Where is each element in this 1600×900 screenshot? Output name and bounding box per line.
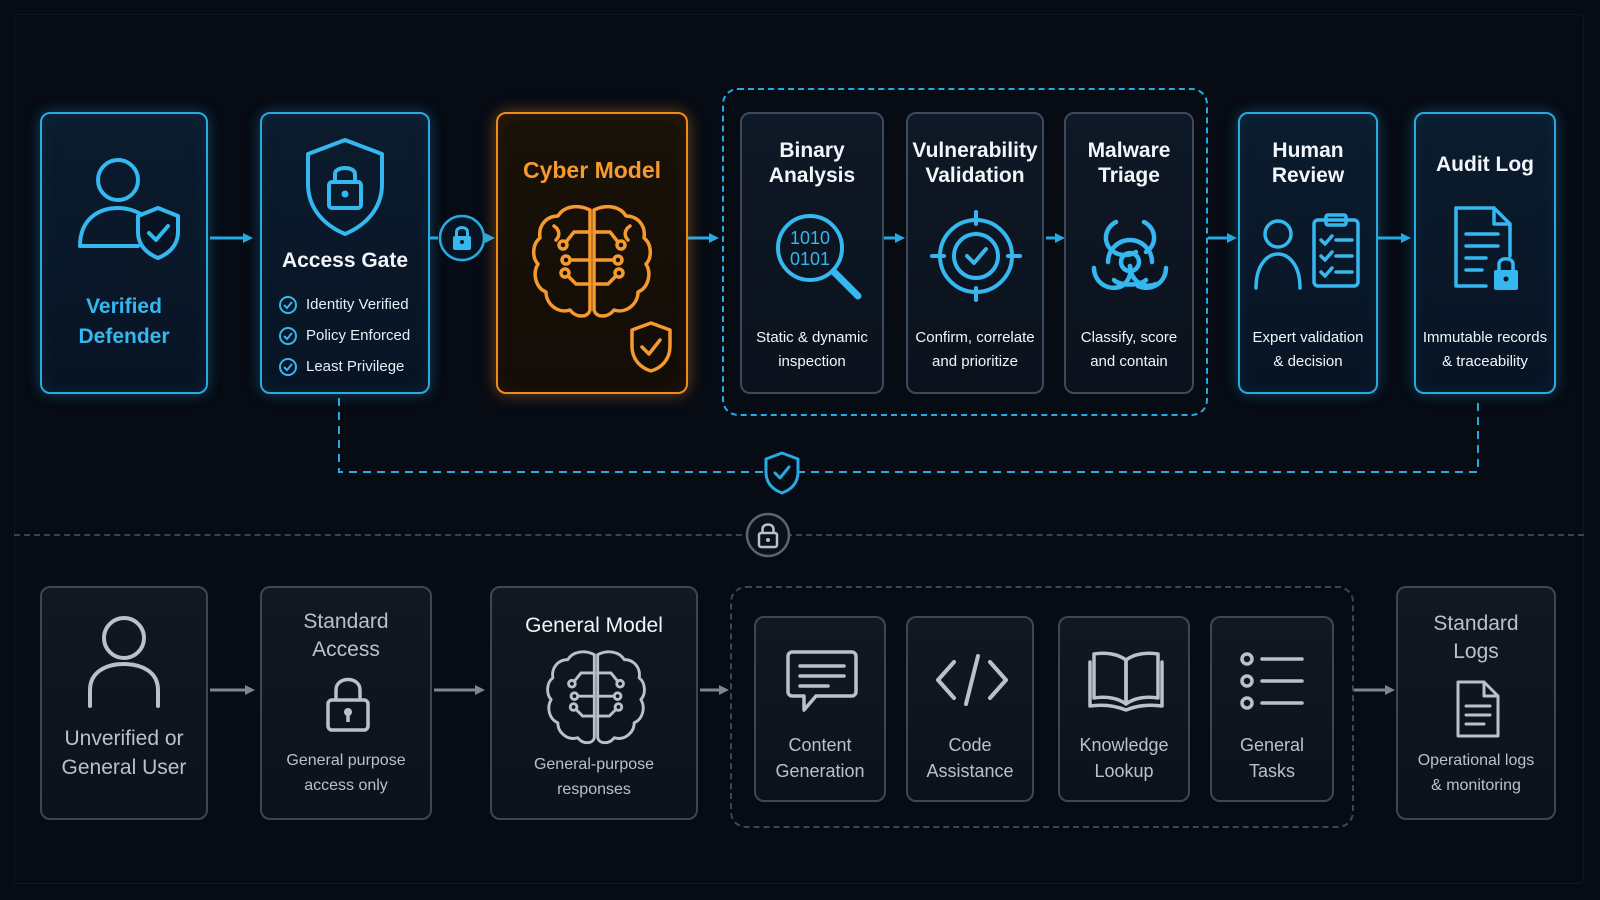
- general-tasks-node: General Tasks: [1210, 616, 1334, 802]
- standard-access-caption-2: access only: [304, 777, 388, 794]
- binary-analysis-node: Binary Analysis 1010 0101 Static & dynam…: [740, 112, 884, 394]
- unverified-label-1: Unverified or: [64, 727, 184, 750]
- shield-check-icon: [764, 451, 800, 495]
- knowledge-lookup-node: Knowledge Lookup: [1058, 616, 1190, 802]
- verified-defender-label-2: Defender: [78, 325, 170, 348]
- standard-logs-title-1: Standard: [1433, 612, 1519, 635]
- document-lock-icon: [1454, 206, 1518, 290]
- check-label: Identity Verified: [306, 296, 409, 313]
- binary-icon-text-1: 1010: [790, 228, 830, 248]
- check-label: Least Privilege: [306, 358, 405, 375]
- general-task-group: [730, 586, 1354, 828]
- general-model-caption-2: responses: [557, 781, 631, 798]
- malware-title-2: Triage: [1098, 164, 1160, 187]
- lock-icon: [438, 214, 486, 262]
- binary-title-1: Binary: [779, 139, 845, 162]
- vuln-caption-2: and prioritize: [932, 353, 1018, 370]
- code-assistance-node: Code Assistance: [906, 616, 1034, 802]
- unverified-label-2: General User: [61, 756, 187, 779]
- check-circle-icon: [279, 295, 297, 314]
- human-review-node: Human Review Expert validation & decisio…: [1238, 112, 1378, 394]
- shield-check-icon: [630, 321, 672, 373]
- feedback-loop-line: [338, 398, 1479, 473]
- cyber-model-node: Cyber Model: [496, 112, 688, 394]
- standard-logs-node: Standard Logs Operational logs & monitor…: [1396, 586, 1556, 820]
- check-circle-icon: [279, 326, 297, 345]
- general-model-node: General Model General-purpose responses: [490, 586, 698, 820]
- shield-lock-icon: [306, 138, 384, 236]
- biohazard-icon: [1091, 219, 1169, 290]
- access-gate-node: Access Gate Identity Verified Policy Enf…: [260, 112, 430, 394]
- vulnerability-validation-node: Vulnerability Validation Confirm, correl…: [906, 112, 1044, 394]
- general-tasks-label-1: General: [1239, 735, 1305, 755]
- chat-bubble-icon: [786, 650, 858, 712]
- binary-title-2: Analysis: [768, 164, 856, 187]
- user-shield-icon: [78, 158, 180, 260]
- vuln-title-2: Validation: [925, 164, 1025, 187]
- code-icon: [936, 654, 1008, 706]
- verified-defender-label-1: Verified: [86, 295, 162, 318]
- malware-title-1: Malware: [1087, 139, 1171, 162]
- check-item: Identity Verified: [278, 289, 410, 320]
- knowledge-label-2: Lookup: [1094, 761, 1154, 781]
- binary-icon-text-2: 0101: [790, 249, 830, 269]
- code-assist-label-1: Code: [948, 735, 992, 755]
- standard-access-title-2: Access: [312, 638, 380, 661]
- unverified-user-node: Unverified or General User: [40, 586, 208, 820]
- malware-triage-node: Malware Triage Classify, score and conta…: [1064, 112, 1194, 394]
- lock-icon: [745, 512, 791, 558]
- content-gen-label-1: Content: [788, 735, 852, 755]
- vuln-title-1: Vulnerability: [912, 139, 1038, 162]
- audit-caption-2: & traceability: [1442, 353, 1528, 370]
- target-check-icon: [930, 210, 1022, 302]
- canvas-frame: [14, 14, 1584, 884]
- audit-log-title: Audit Log: [1436, 153, 1534, 176]
- standard-logs-caption-2: & monitoring: [1431, 777, 1521, 794]
- audit-log-node: Audit Log Immutable records & traceabili…: [1414, 112, 1556, 394]
- standard-logs-caption-1: Operational logs: [1417, 752, 1535, 769]
- standard-access-node: Standard Access General purpose access o…: [260, 586, 432, 820]
- cyber-task-group: [722, 88, 1208, 416]
- standard-access-title-1: Standard: [303, 610, 389, 633]
- user-icon: [88, 616, 160, 708]
- list-icon: [1240, 652, 1304, 710]
- binary-caption-1: Static & dynamic: [756, 329, 868, 346]
- general-model-title: General Model: [525, 614, 663, 637]
- review-caption-1: Expert validation: [1252, 329, 1364, 346]
- malware-caption-2: and contain: [1090, 353, 1168, 370]
- review-title-1: Human: [1272, 139, 1344, 162]
- review-title-2: Review: [1271, 164, 1345, 187]
- check-item: Least Privilege: [278, 351, 410, 382]
- standard-logs-title-2: Logs: [1453, 640, 1499, 663]
- review-caption-2: & decision: [1273, 353, 1343, 370]
- standard-access-caption-1: General purpose: [286, 752, 406, 769]
- check-item: Policy Enforced: [278, 320, 410, 351]
- general-tasks-label-2: Tasks: [1248, 761, 1295, 781]
- verified-defender-node: Verified Defender: [40, 112, 208, 394]
- open-book-icon: [1088, 651, 1164, 712]
- brain-circuit-icon: [546, 650, 646, 745]
- content-generation-node: Content Generation: [754, 616, 886, 802]
- binary-search-icon: 1010 0101: [776, 214, 862, 300]
- cyber-model-title: Cyber Model: [522, 157, 662, 183]
- tier-separator: [14, 534, 1584, 536]
- access-gate-title: Access Gate: [281, 249, 409, 272]
- code-assist-label-2: Assistance: [926, 761, 1014, 781]
- content-gen-label-2: Generation: [775, 761, 865, 781]
- general-model-caption-1: General-purpose: [533, 756, 655, 773]
- knowledge-label-1: Knowledge: [1079, 735, 1169, 755]
- brain-circuit-icon: [532, 204, 652, 318]
- binary-caption-2: inspection: [778, 353, 846, 370]
- malware-caption-1: Classify, score: [1080, 329, 1178, 346]
- document-icon: [1456, 680, 1500, 738]
- reviewer-checklist-icon: [1254, 213, 1360, 290]
- audit-caption-1: Immutable records: [1422, 329, 1548, 346]
- check-label: Policy Enforced: [306, 327, 411, 344]
- check-circle-icon: [279, 357, 297, 376]
- padlock-icon: [326, 677, 370, 732]
- access-gate-checklist: Identity Verified Policy Enforced Least …: [278, 289, 410, 382]
- vuln-caption-1: Confirm, correlate: [915, 329, 1035, 346]
